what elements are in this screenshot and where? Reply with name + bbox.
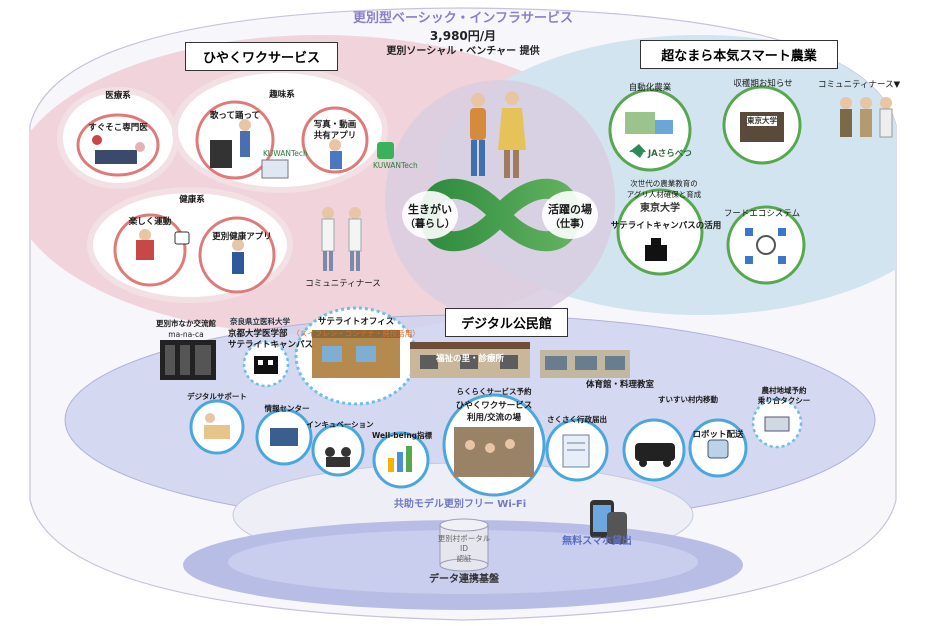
kuwan-label-2: KUWANTech: [373, 161, 418, 170]
wellbeing-ring: [372, 431, 430, 489]
satellite-campus-label: サテライトキャンパス: [228, 340, 314, 350]
satellite-office-label: サテライトオフィス: [317, 317, 395, 327]
right-section-title: 超なまら本気スマート農業: [640, 40, 838, 69]
robot-delivery-ring: [688, 418, 748, 478]
wellbeing-label: Well-being指標: [371, 431, 433, 440]
gym-label: 体育館・料理教室: [585, 380, 655, 390]
robot-delivery-label: ロボット配送: [692, 430, 744, 440]
medical-group-label: 医療系: [105, 91, 131, 101]
univ-short-2-label: 東京大学: [640, 203, 680, 214]
digital-support-label: デジタルサポート: [187, 392, 247, 401]
food-ecosystem-label: フードエコシステム: [723, 209, 801, 219]
auto-drive-ring: [622, 418, 686, 482]
community-nurse-right-illustration: [840, 97, 893, 138]
ja-name-label: JAさらべつ: [648, 149, 692, 159]
univ-short-1-label: 東京大学: [747, 116, 777, 125]
univ-1-label: 奈良県立医科大学: [230, 317, 290, 326]
katsuyaku-line1: 活躍の場: [548, 203, 592, 216]
taxi-line1-label: 農村地域予約: [761, 386, 807, 395]
satellite-office-sub-label: （スイフレン・コンテナ・廃校活用）: [292, 329, 420, 338]
next-gen-line2: アグリ人材確保と育成: [626, 190, 702, 199]
medical-group-ring: [57, 87, 179, 189]
taxi-line2-label: 乗り合タクシー: [757, 396, 811, 405]
provider-label: 更別ソーシャル・ベンチャー 提供: [386, 46, 540, 57]
community-nurse-left-label: コミュニティナース: [305, 279, 381, 289]
satellite-office-photo: [294, 306, 418, 406]
auto-farm-ring: [608, 88, 692, 172]
overlap-zone: [385, 80, 615, 320]
satellite-campus-use-label: サテライトキャンパスの活用: [610, 221, 722, 231]
booking-photo-ring: [442, 393, 546, 497]
incubation-ring: [311, 423, 365, 477]
free-phone-label: 無料スマホ貸出: [562, 536, 632, 547]
booking-line2-label: 利用/交流の場: [466, 413, 522, 423]
db-line3-label: 認証: [456, 554, 472, 563]
auto-drive-label: 自動運転: [637, 431, 673, 441]
satellite-campus-icon: [242, 340, 290, 388]
db-line2-label: ID: [460, 544, 468, 553]
medical-item-label: すぐそこ専門医: [88, 123, 148, 133]
taxi-ring: [751, 397, 803, 449]
db-line1-label: 更別村ポータル: [437, 534, 491, 543]
health-group-ring: [87, 187, 293, 303]
auto-farm-label: 自動化農業: [628, 83, 672, 93]
elderly-couple-illustration: [470, 91, 526, 178]
transport-hub-building-icon: [160, 340, 216, 380]
database-icon: [439, 518, 489, 572]
food-ecosystem-ring: [726, 205, 806, 285]
hobby-item-2-line1: 写真・動画: [313, 120, 357, 130]
incubation-label: インキュベーション: [306, 420, 374, 429]
smartphone-icon: [590, 500, 627, 544]
info-center-ring: [255, 408, 313, 466]
next-gen-line1: 次世代の農業教育の: [630, 179, 698, 188]
kuwan-label-1: KUWANTech: [263, 149, 308, 158]
hobby-group-label: 趣味系: [269, 90, 295, 100]
next-gen-ring: [616, 188, 704, 276]
welfare-label: 福祉の里・診療所: [435, 354, 505, 364]
service-title: 更別型ベーシック・インフラサービス: [352, 11, 574, 26]
health-item-2-label: 更別健康アプリ: [212, 232, 272, 242]
ikigai-line1: 生きがい: [408, 203, 452, 216]
hobby-item-2-line2: 共有アプリ: [313, 131, 357, 141]
hobby-item-1-label: 歌って踊って: [209, 111, 261, 121]
wifi-label: 共助モデル更別フリー Wi-Fi: [393, 499, 527, 510]
price-label: 3,980円/月: [429, 29, 497, 43]
left-section-title: ひやくワクサービス: [185, 42, 338, 71]
paperwork-label: さくさく行政届出: [547, 415, 607, 424]
transport-hub-line1: 更別市なか交流館: [156, 319, 216, 328]
booking-line1-label: ひやくワクサービス: [455, 401, 533, 411]
data-platform-label: データ連携基盤: [429, 574, 499, 585]
community-nurse-left-illustration: [321, 207, 362, 271]
transport-hub-line2: ma-na-ca: [168, 330, 204, 339]
hobby-group-ring: [172, 67, 394, 193]
welfare-building-photo: [410, 342, 530, 378]
info-center-label: 情報センター: [264, 404, 310, 413]
harvest-notice-label: 収穫期お知らせ: [733, 79, 793, 89]
digital-hall-title: デジタル公民館: [445, 308, 568, 337]
community-nurse-right-label: コミュニティナース▼: [818, 80, 901, 90]
paperwork-ring: [545, 418, 609, 482]
univ-2-label: 京都大学医学部: [228, 329, 288, 339]
harvest-ring: [722, 85, 802, 165]
ikigai-line2: （暮らし）: [405, 219, 455, 230]
booking-title-label: らくらくサービス予約: [456, 387, 532, 396]
health-item-1-label: 楽しく運動: [128, 217, 172, 227]
mobility-label: すいすい村内移動: [658, 395, 718, 404]
gym-building-photo: [540, 350, 630, 378]
katsuyaku-line2: （仕事）: [550, 219, 590, 230]
digital-support-ring: [189, 399, 245, 455]
ja-logo-icon: [629, 144, 646, 152]
health-group-label: 健康系: [179, 195, 205, 205]
